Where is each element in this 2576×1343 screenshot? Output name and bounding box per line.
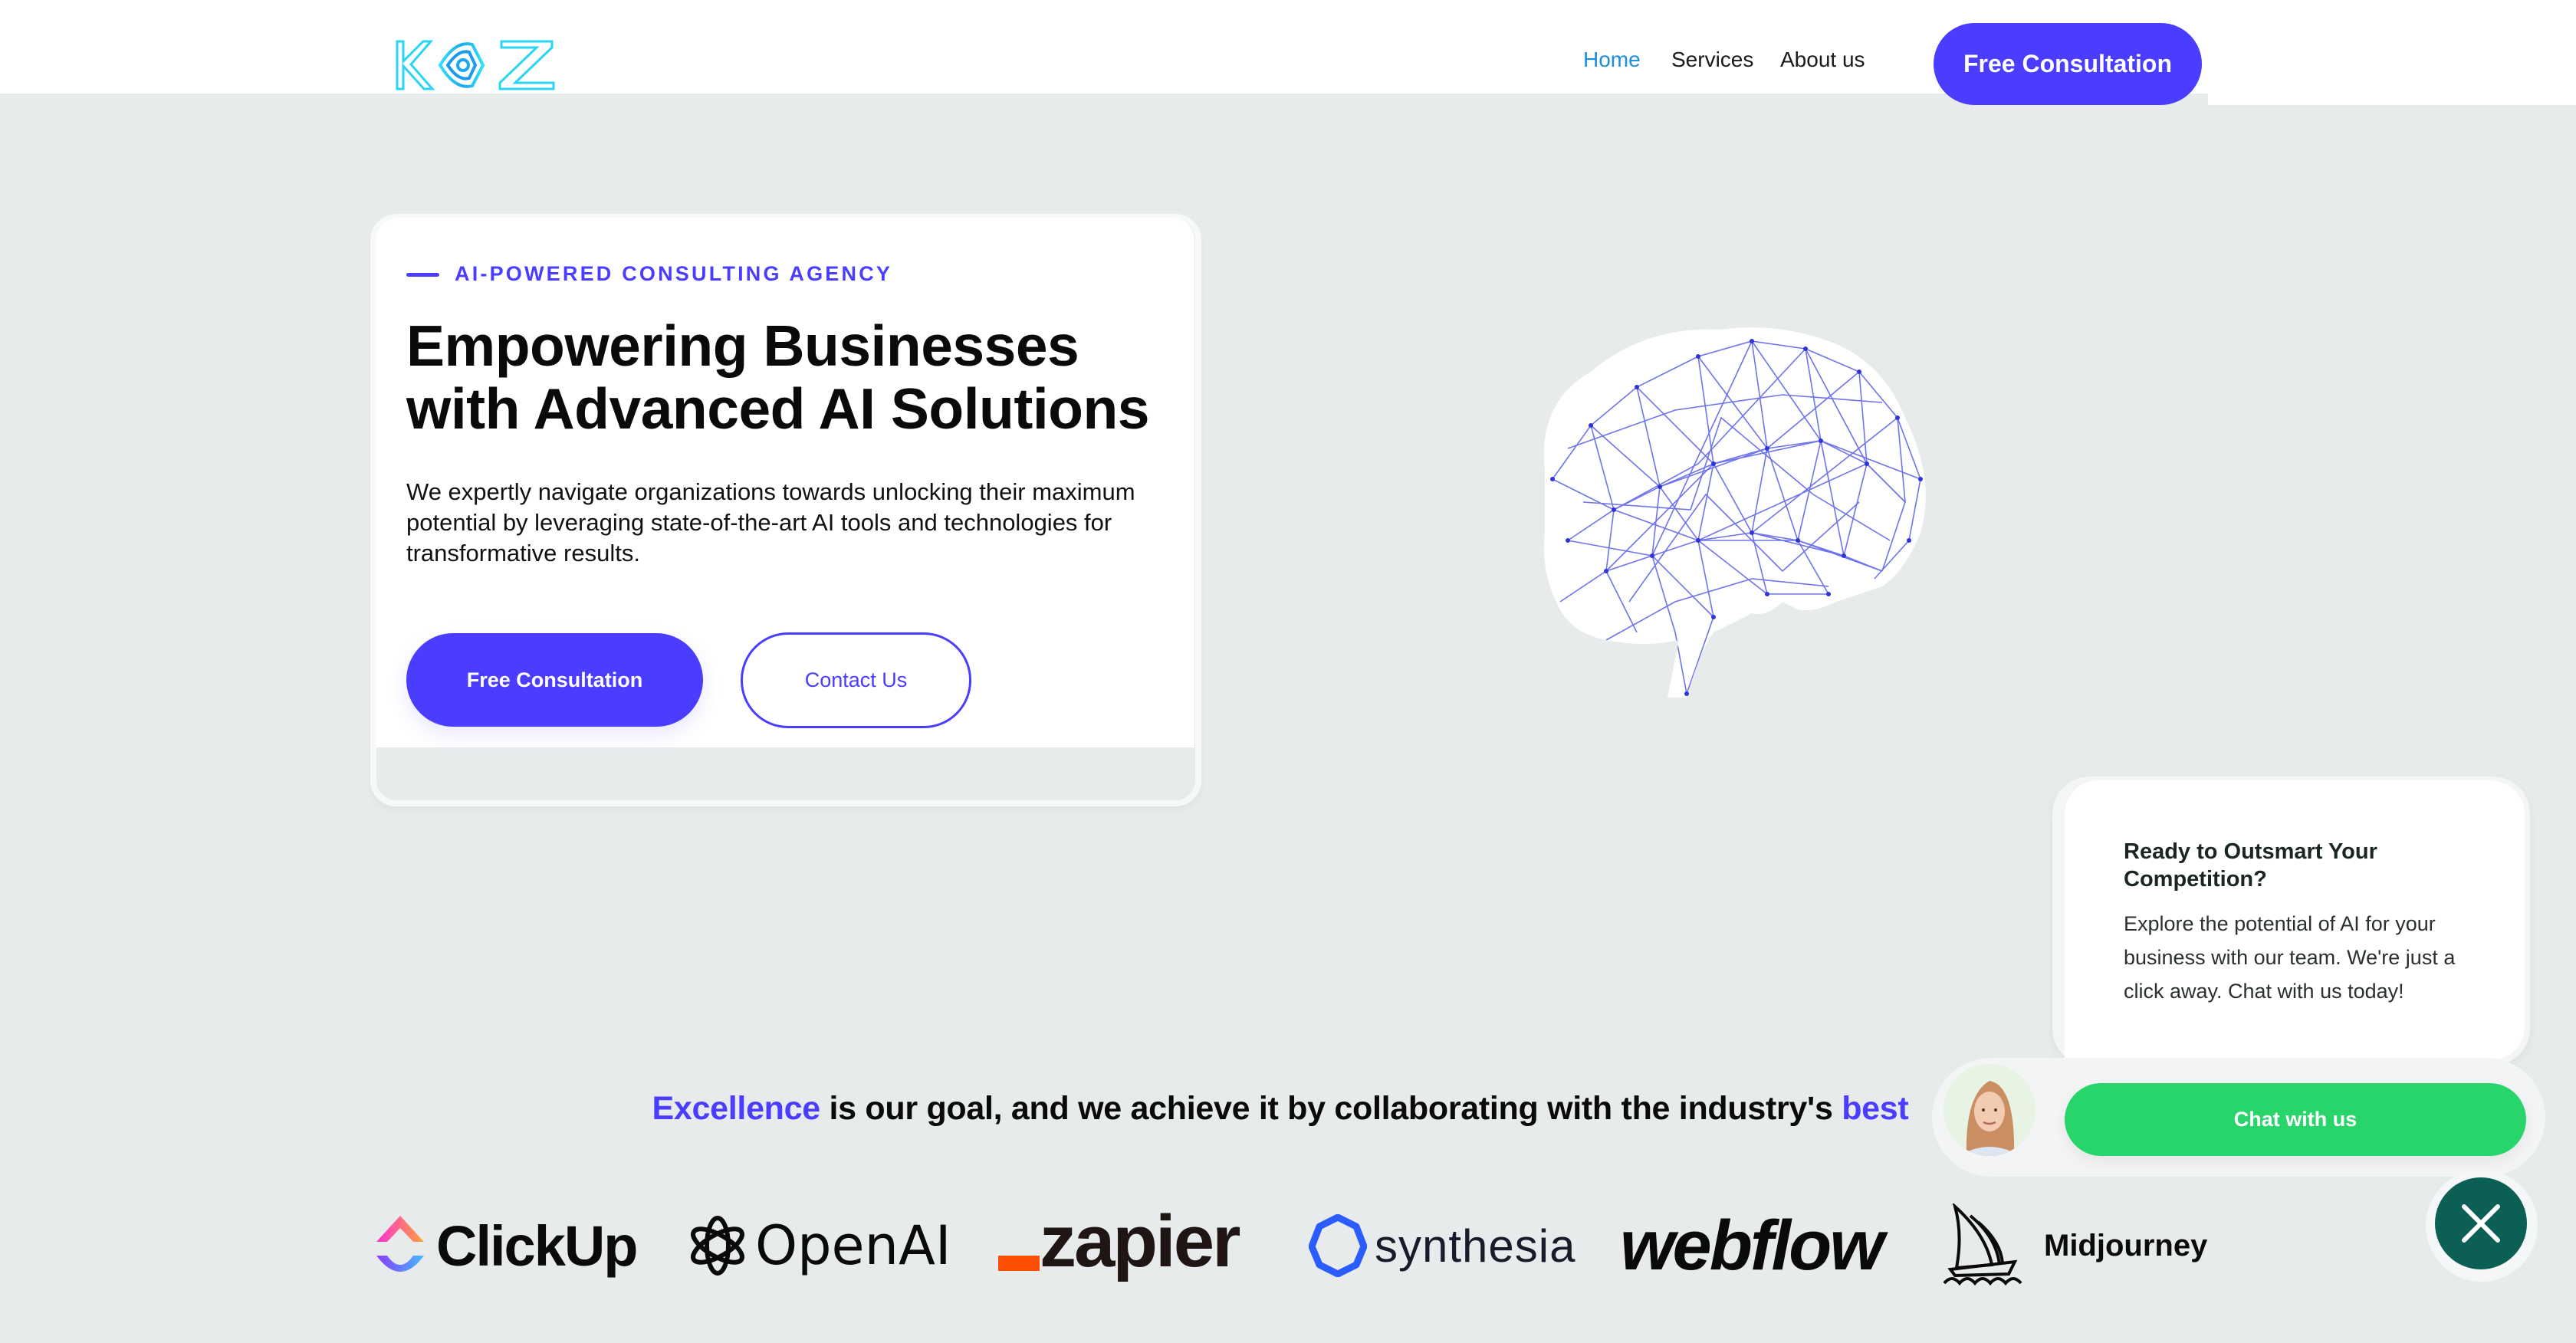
nav-services[interactable]: Services bbox=[1671, 48, 1754, 71]
clickup-icon bbox=[376, 1216, 424, 1272]
chat-widget-text: Explore the potential of AI for your bus… bbox=[2124, 912, 2456, 1003]
koz-logo[interactable] bbox=[393, 35, 561, 95]
partners-tagline: Excellence is our goal, and we achieve i… bbox=[0, 1090, 2576, 1128]
hero-free-consultation-button[interactable]: Free Consultation bbox=[406, 633, 703, 727]
webflow-icon: webflow bbox=[1620, 1206, 1884, 1285]
synthesia-icon bbox=[1309, 1214, 1367, 1277]
synthesia-wordmark: synthesia bbox=[1375, 1220, 1576, 1272]
header-bar-extension bbox=[2208, 0, 2576, 105]
partner-logo-synthesia: synthesia bbox=[1309, 1203, 1576, 1288]
hero-title-line-2: with Advanced AI Solutions bbox=[406, 376, 1150, 441]
tagline-middle: is our goal, and we achieve it by collab… bbox=[820, 1090, 1842, 1127]
sailboat-icon bbox=[1943, 1203, 2022, 1286]
partner-logo-webflow: webflow bbox=[1620, 1203, 1884, 1288]
hero-contact-us-button[interactable]: Contact Us bbox=[741, 632, 971, 728]
hero-title: Empowering Businesses with Advanced AI S… bbox=[406, 314, 1173, 440]
chat-close-button[interactable] bbox=[2435, 1177, 2527, 1269]
zapier-icon bbox=[998, 1256, 1040, 1271]
chat-widget-title: Ready to Outsmart Your Competition? bbox=[2124, 839, 2377, 892]
partner-logo-midjourney: Midjourney bbox=[1940, 1203, 2207, 1288]
partner-logo-clickup: ClickUp bbox=[373, 1203, 639, 1288]
zapier-wordmark: zapier bbox=[1040, 1200, 1240, 1282]
midjourney-wordmark: Midjourney bbox=[2044, 1228, 2208, 1263]
chat-widget-card bbox=[2065, 780, 2525, 1060]
agent-avatar bbox=[1944, 1064, 2036, 1156]
eyebrow-dash bbox=[406, 273, 439, 277]
nav-about-us[interactable]: About us bbox=[1780, 48, 1865, 71]
clickup-wordmark: ClickUp bbox=[436, 1213, 639, 1278]
partner-logo-zapier: zapier bbox=[998, 1200, 1240, 1288]
hero-description: We expertly navigate organizations towar… bbox=[406, 478, 1135, 566]
header-free-consultation-button[interactable]: Free Consultation bbox=[1934, 23, 2202, 105]
close-icon bbox=[2462, 1204, 2500, 1243]
brain-icon bbox=[1543, 327, 1926, 698]
brain-nodes bbox=[1550, 339, 1923, 696]
koz-logo-icon bbox=[396, 40, 555, 90]
openai-icon bbox=[691, 1216, 744, 1276]
nav-home[interactable]: Home bbox=[1583, 48, 1641, 71]
hero-title-line-1: Empowering Businesses bbox=[406, 314, 1079, 378]
tagline-highlight-excellence: Excellence bbox=[652, 1090, 821, 1127]
partner-logo-openai: OpenAI bbox=[685, 1203, 951, 1288]
openai-wordmark: OpenAI bbox=[755, 1214, 951, 1277]
tagline-highlight-best: best bbox=[1842, 1090, 1909, 1127]
brain-network-illustration bbox=[1522, 310, 1944, 709]
hero-eyebrow: AI-POWERED CONSULTING AGENCY bbox=[455, 262, 893, 285]
avatar-person-icon bbox=[1944, 1064, 2036, 1156]
chat-with-us-button[interactable]: Chat with us bbox=[2065, 1083, 2526, 1156]
